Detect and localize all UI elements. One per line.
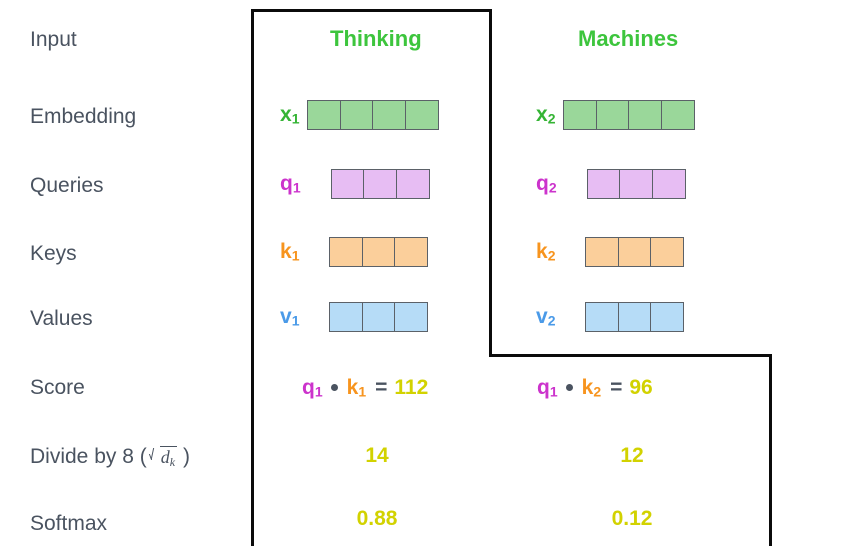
vector-cell xyxy=(363,169,398,199)
vector-cells-q1 xyxy=(330,169,430,199)
vector-cells-x1 xyxy=(307,100,439,130)
divided-value-machines: 12 xyxy=(620,444,644,467)
row-label-softmax: Softmax xyxy=(30,512,108,535)
vector-label-q2: q2 xyxy=(536,172,557,196)
vector-cell xyxy=(330,169,365,199)
vector-cell xyxy=(595,100,630,130)
dot-product-operator-icon xyxy=(565,384,573,392)
vector-cell xyxy=(404,100,439,130)
equals-operator: = xyxy=(610,376,623,399)
vector-cell xyxy=(339,100,374,130)
vector-cell xyxy=(372,100,407,130)
row-label-input: Input xyxy=(30,28,77,51)
vector-k2: k2 xyxy=(536,236,685,268)
row-label-keys: Keys xyxy=(30,242,77,265)
vector-cell xyxy=(660,100,695,130)
vector-cell xyxy=(395,169,430,199)
vector-q1: q1 xyxy=(280,168,430,200)
row-label-divide-by-8: Divide by 8 (dk) xyxy=(30,445,190,470)
softmax-value-thinking: 0.88 xyxy=(356,507,398,530)
vector-cell xyxy=(586,169,621,199)
column-header-thinking: Thinking xyxy=(330,26,422,51)
radicand-subscript-k: k xyxy=(169,455,176,469)
score-q-term: q1 xyxy=(537,376,558,400)
vector-cell xyxy=(307,100,342,130)
vector-cells-k2 xyxy=(585,237,685,267)
score-k-term: k1 xyxy=(346,376,367,400)
vector-cells-v1 xyxy=(329,302,429,332)
vector-cells-x2 xyxy=(563,100,695,130)
divide-text: Divide by 8 ( xyxy=(30,445,147,468)
score-expression-machines: q1 k2 = 96 xyxy=(537,377,653,399)
vector-cell xyxy=(617,302,652,332)
vector-cell xyxy=(563,100,598,130)
radicand-d: d xyxy=(160,447,170,467)
vector-cell xyxy=(329,237,364,267)
row-label-score: Score xyxy=(30,376,85,399)
vector-cells-v2 xyxy=(585,302,685,332)
row-label-values: Values xyxy=(30,307,93,330)
vector-cell xyxy=(619,169,654,199)
vector-cells-q2 xyxy=(586,169,686,199)
vector-x1: x1 xyxy=(280,99,439,131)
dot-product-operator-icon xyxy=(330,384,338,392)
vector-cell xyxy=(650,237,685,267)
vector-label-k1: k1 xyxy=(280,240,300,264)
vector-label-v2: v2 xyxy=(536,305,556,329)
vector-label-q1: q1 xyxy=(280,172,301,196)
vector-cell xyxy=(628,100,663,130)
vector-label-v1: v1 xyxy=(280,305,300,329)
outline-step-segment xyxy=(489,354,772,357)
vector-v1: v1 xyxy=(280,301,429,333)
vector-q2: q2 xyxy=(536,168,686,200)
score-k-term: k2 xyxy=(581,376,602,400)
score-expression-thinking: q1 k1 = 112 xyxy=(302,377,428,399)
vector-x2: x2 xyxy=(536,99,695,131)
softmax-value-machines: 0.12 xyxy=(611,507,653,530)
score-q-term: q1 xyxy=(302,376,323,400)
vector-label-k2: k2 xyxy=(536,240,556,264)
divide-close-paren: ) xyxy=(183,445,191,468)
divided-value-thinking: 14 xyxy=(365,444,389,467)
vector-k1: k1 xyxy=(280,236,429,268)
sqrt-dk-math: dk xyxy=(147,445,178,470)
row-label-embedding: Embedding xyxy=(30,105,137,128)
row-label-queries: Queries xyxy=(30,174,104,197)
score-value-machines: 96 xyxy=(629,376,653,399)
vector-cell xyxy=(394,237,429,267)
vector-label-x1: x1 xyxy=(280,103,300,127)
vector-cell xyxy=(585,302,620,332)
vector-cell xyxy=(585,237,620,267)
vector-label-x2: x2 xyxy=(536,103,556,127)
vector-cell xyxy=(650,302,685,332)
vector-cells-k1 xyxy=(329,237,429,267)
vector-v2: v2 xyxy=(536,301,685,333)
score-value-thinking: 112 xyxy=(394,376,429,399)
vector-cell xyxy=(394,302,429,332)
outline-lower-region xyxy=(251,354,772,546)
column-header-machines: Machines xyxy=(578,26,679,51)
vector-cell xyxy=(361,302,396,332)
equals-operator: = xyxy=(375,376,388,399)
vector-cell xyxy=(617,237,652,267)
vector-cell xyxy=(361,237,396,267)
outline-upper-region xyxy=(251,9,492,357)
vector-cell xyxy=(651,169,686,199)
outline-left-join xyxy=(251,352,254,360)
vector-cell xyxy=(329,302,364,332)
